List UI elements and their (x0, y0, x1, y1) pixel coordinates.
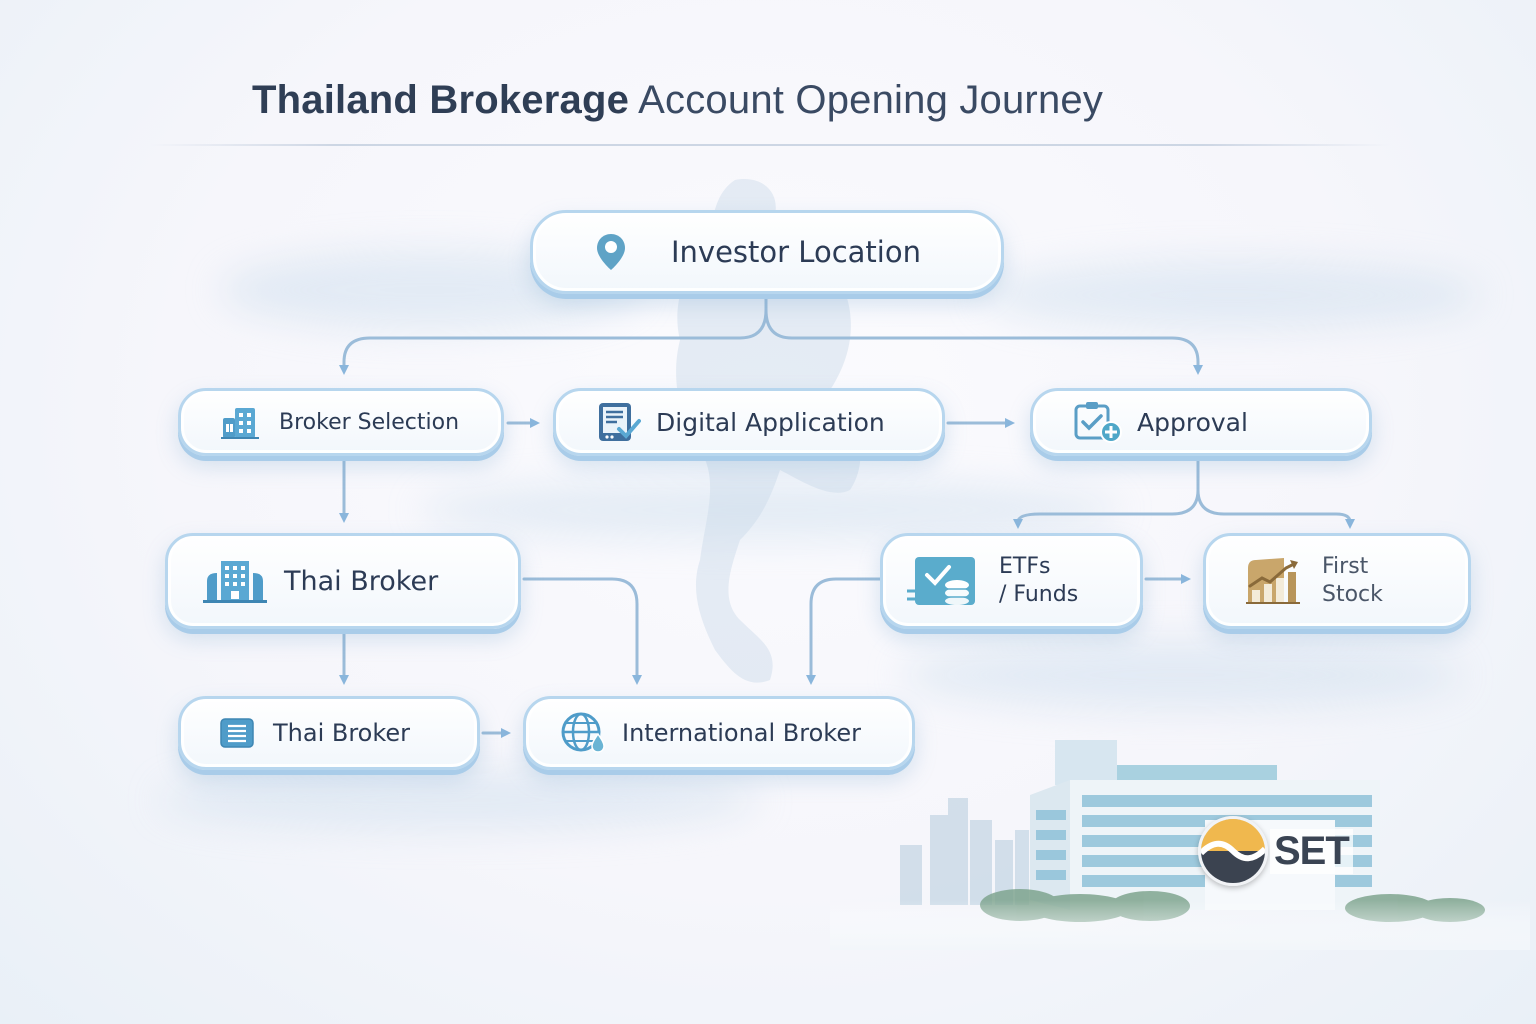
node-thai-broker-secondary[interactable]: Thai Broker (178, 696, 480, 770)
background-mist (420, 480, 1120, 540)
set-building-illustration (830, 740, 1530, 950)
connector-etfs-to-international (806, 577, 882, 685)
document-list-icon (217, 717, 257, 749)
node-label: Investor Location (671, 235, 921, 269)
background-mist (980, 260, 1480, 330)
set-logo-text: SET (1270, 828, 1353, 874)
node-label: Approval (1137, 407, 1248, 437)
node-label: Thai Broker (273, 719, 411, 747)
node-broker-selection[interactable]: Broker Selection (178, 388, 504, 456)
connector-thai-broker-to-international (522, 577, 642, 685)
connector-approval-to-first-stock (1196, 488, 1355, 529)
node-label-line2: Stock (1322, 582, 1383, 607)
node-first-stock[interactable]: First Stock (1203, 533, 1471, 629)
title-divider (150, 144, 1390, 146)
node-investor-location[interactable]: Investor Location (530, 210, 1004, 294)
node-label: Digital Application (656, 407, 885, 437)
connector-approval-to-etfs (1013, 458, 1200, 529)
node-label-line1: First (1322, 554, 1369, 579)
title-bold-part: Thailand Brokerage (252, 78, 630, 122)
node-international-broker[interactable]: International Broker (523, 696, 915, 770)
node-approval[interactable]: Approval (1030, 388, 1372, 456)
set-logo: SET (1198, 816, 1353, 886)
node-thai-broker-primary[interactable]: Thai Broker (165, 533, 521, 629)
office-building-icon (202, 559, 268, 603)
growth-chart-icon (1242, 556, 1304, 606)
node-label-line2: / Funds (999, 582, 1079, 607)
node-digital-application[interactable]: Digital Application (553, 388, 945, 456)
fund-coins-icon (907, 555, 977, 607)
page-title: Thailand Brokerage Account Opening Journ… (252, 78, 1103, 123)
node-label: International Broker (622, 719, 861, 747)
connector-investor-to-approval (764, 308, 1203, 375)
building-icon (219, 404, 263, 440)
globe-icon (558, 712, 610, 754)
background-mist (160, 770, 760, 830)
node-etfs-funds[interactable]: ETFs / Funds (880, 533, 1143, 629)
title-light-part: Account Opening Journey (638, 78, 1104, 122)
clipboard-check-plus-icon (1071, 400, 1127, 444)
background-mist (900, 640, 1460, 710)
location-pin-icon (591, 232, 631, 272)
node-label: Thai Broker (284, 565, 439, 597)
node-label-line1: ETFs (999, 554, 1051, 579)
node-label: Broker Selection (279, 409, 460, 435)
tablet-checklist-icon (596, 401, 642, 443)
set-logo-emblem (1198, 816, 1268, 886)
connector-investor-to-broker-selection (339, 294, 768, 375)
